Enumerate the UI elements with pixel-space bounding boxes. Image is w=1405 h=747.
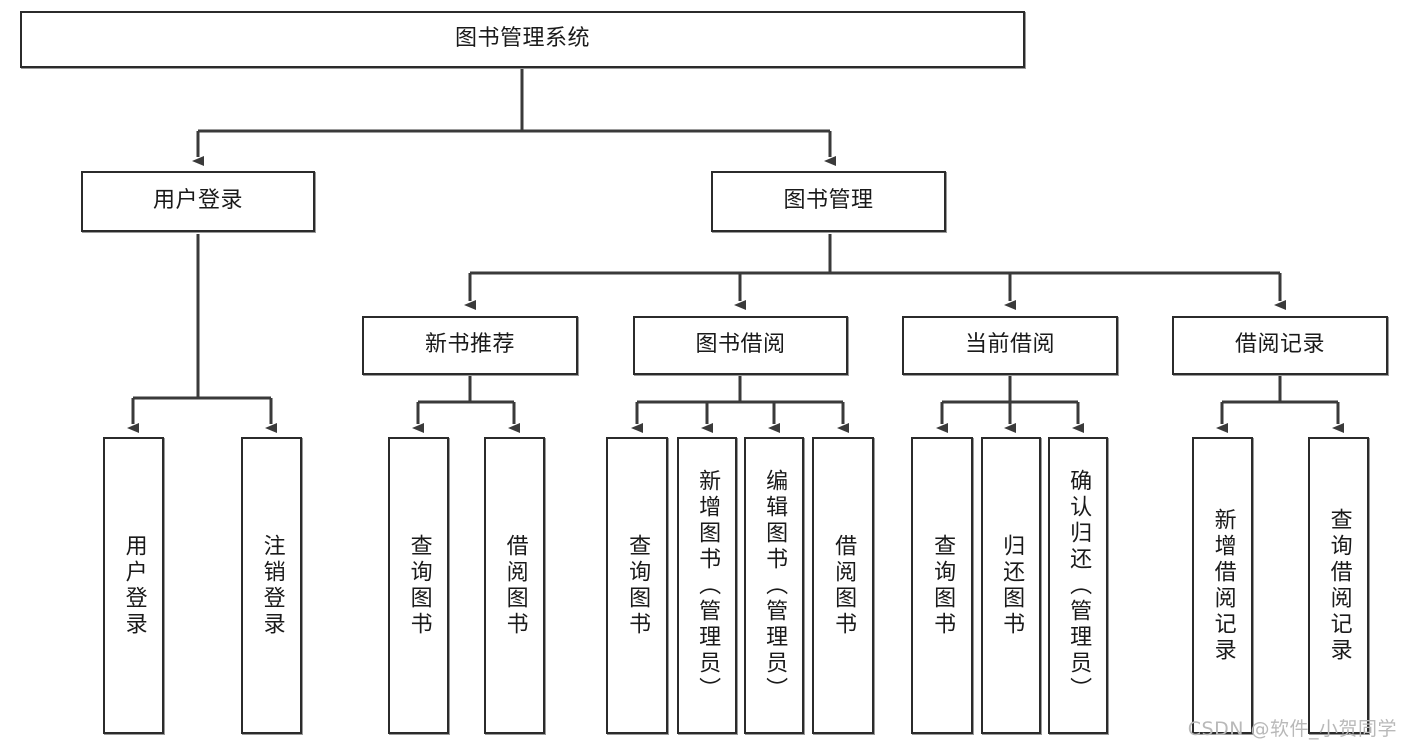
node-borrow-record[interactable]: 借阅记录 <box>1172 316 1388 375</box>
node-label: 图书借阅 <box>695 332 786 358</box>
node-label: 当前借阅 <box>964 332 1055 358</box>
node-label: 查询图书 <box>406 533 432 638</box>
node-label: 查询图书 <box>930 533 956 638</box>
node-label: 编辑图书（管理员） <box>762 468 788 703</box>
watermark-text: CSDN @软件_小贺同学 <box>1187 718 1397 740</box>
node-label: 借阅图书 <box>502 533 528 638</box>
node-label: 新增借阅记录 <box>1210 507 1236 664</box>
node-label: 图书管理 <box>783 188 874 214</box>
node-label: 用户登录 <box>152 188 243 214</box>
node-book-management[interactable]: 图书管理 <box>711 171 946 232</box>
node-label: 用户登录 <box>121 533 147 638</box>
leaf-node-add-book-admin[interactable]: 新增图书（管理员） <box>677 437 737 734</box>
leaf-node-borrow-book-recommend[interactable]: 借阅图书 <box>484 437 545 734</box>
node-label: 确认归还（管理员） <box>1066 468 1092 703</box>
leaf-node-query-borrow-record[interactable]: 查询借阅记录 <box>1308 437 1369 734</box>
node-label: 新增图书（管理员） <box>695 468 721 703</box>
node-label: 借阅图书 <box>831 533 857 638</box>
leaf-node-user-login[interactable]: 用户登录 <box>103 437 164 734</box>
node-label: 查询借阅记录 <box>1326 507 1352 664</box>
leaf-node-query-book-recommend[interactable]: 查询图书 <box>388 437 449 734</box>
node-new-book-recommend[interactable]: 新书推荐 <box>362 316 578 375</box>
leaf-node-logout[interactable]: 注销登录 <box>241 437 302 734</box>
node-label: 注销登录 <box>259 533 285 638</box>
node-label: 新书推荐 <box>424 332 515 358</box>
leaf-node-return-book[interactable]: 归还图书 <box>981 437 1041 734</box>
node-label: 查询图书 <box>625 533 651 638</box>
node-label: 借阅记录 <box>1234 332 1325 358</box>
node-book-borrow[interactable]: 图书借阅 <box>633 316 848 375</box>
leaf-node-query-book-current[interactable]: 查询图书 <box>911 437 973 734</box>
leaf-node-add-borrow-record[interactable]: 新增借阅记录 <box>1192 437 1253 734</box>
node-root-book-management-system[interactable]: 图书管理系统 <box>20 11 1025 68</box>
leaf-node-query-book-borrow[interactable]: 查询图书 <box>606 437 668 734</box>
node-label: 归还图书 <box>999 533 1025 638</box>
leaf-node-edit-book-admin[interactable]: 编辑图书（管理员） <box>744 437 804 734</box>
leaf-node-confirm-return-admin[interactable]: 确认归还（管理员） <box>1048 437 1108 734</box>
node-label: 图书管理系统 <box>454 26 590 52</box>
node-current-borrow[interactable]: 当前借阅 <box>902 316 1118 375</box>
leaf-node-borrow-book[interactable]: 借阅图书 <box>812 437 874 734</box>
node-user-login[interactable]: 用户登录 <box>81 171 315 232</box>
